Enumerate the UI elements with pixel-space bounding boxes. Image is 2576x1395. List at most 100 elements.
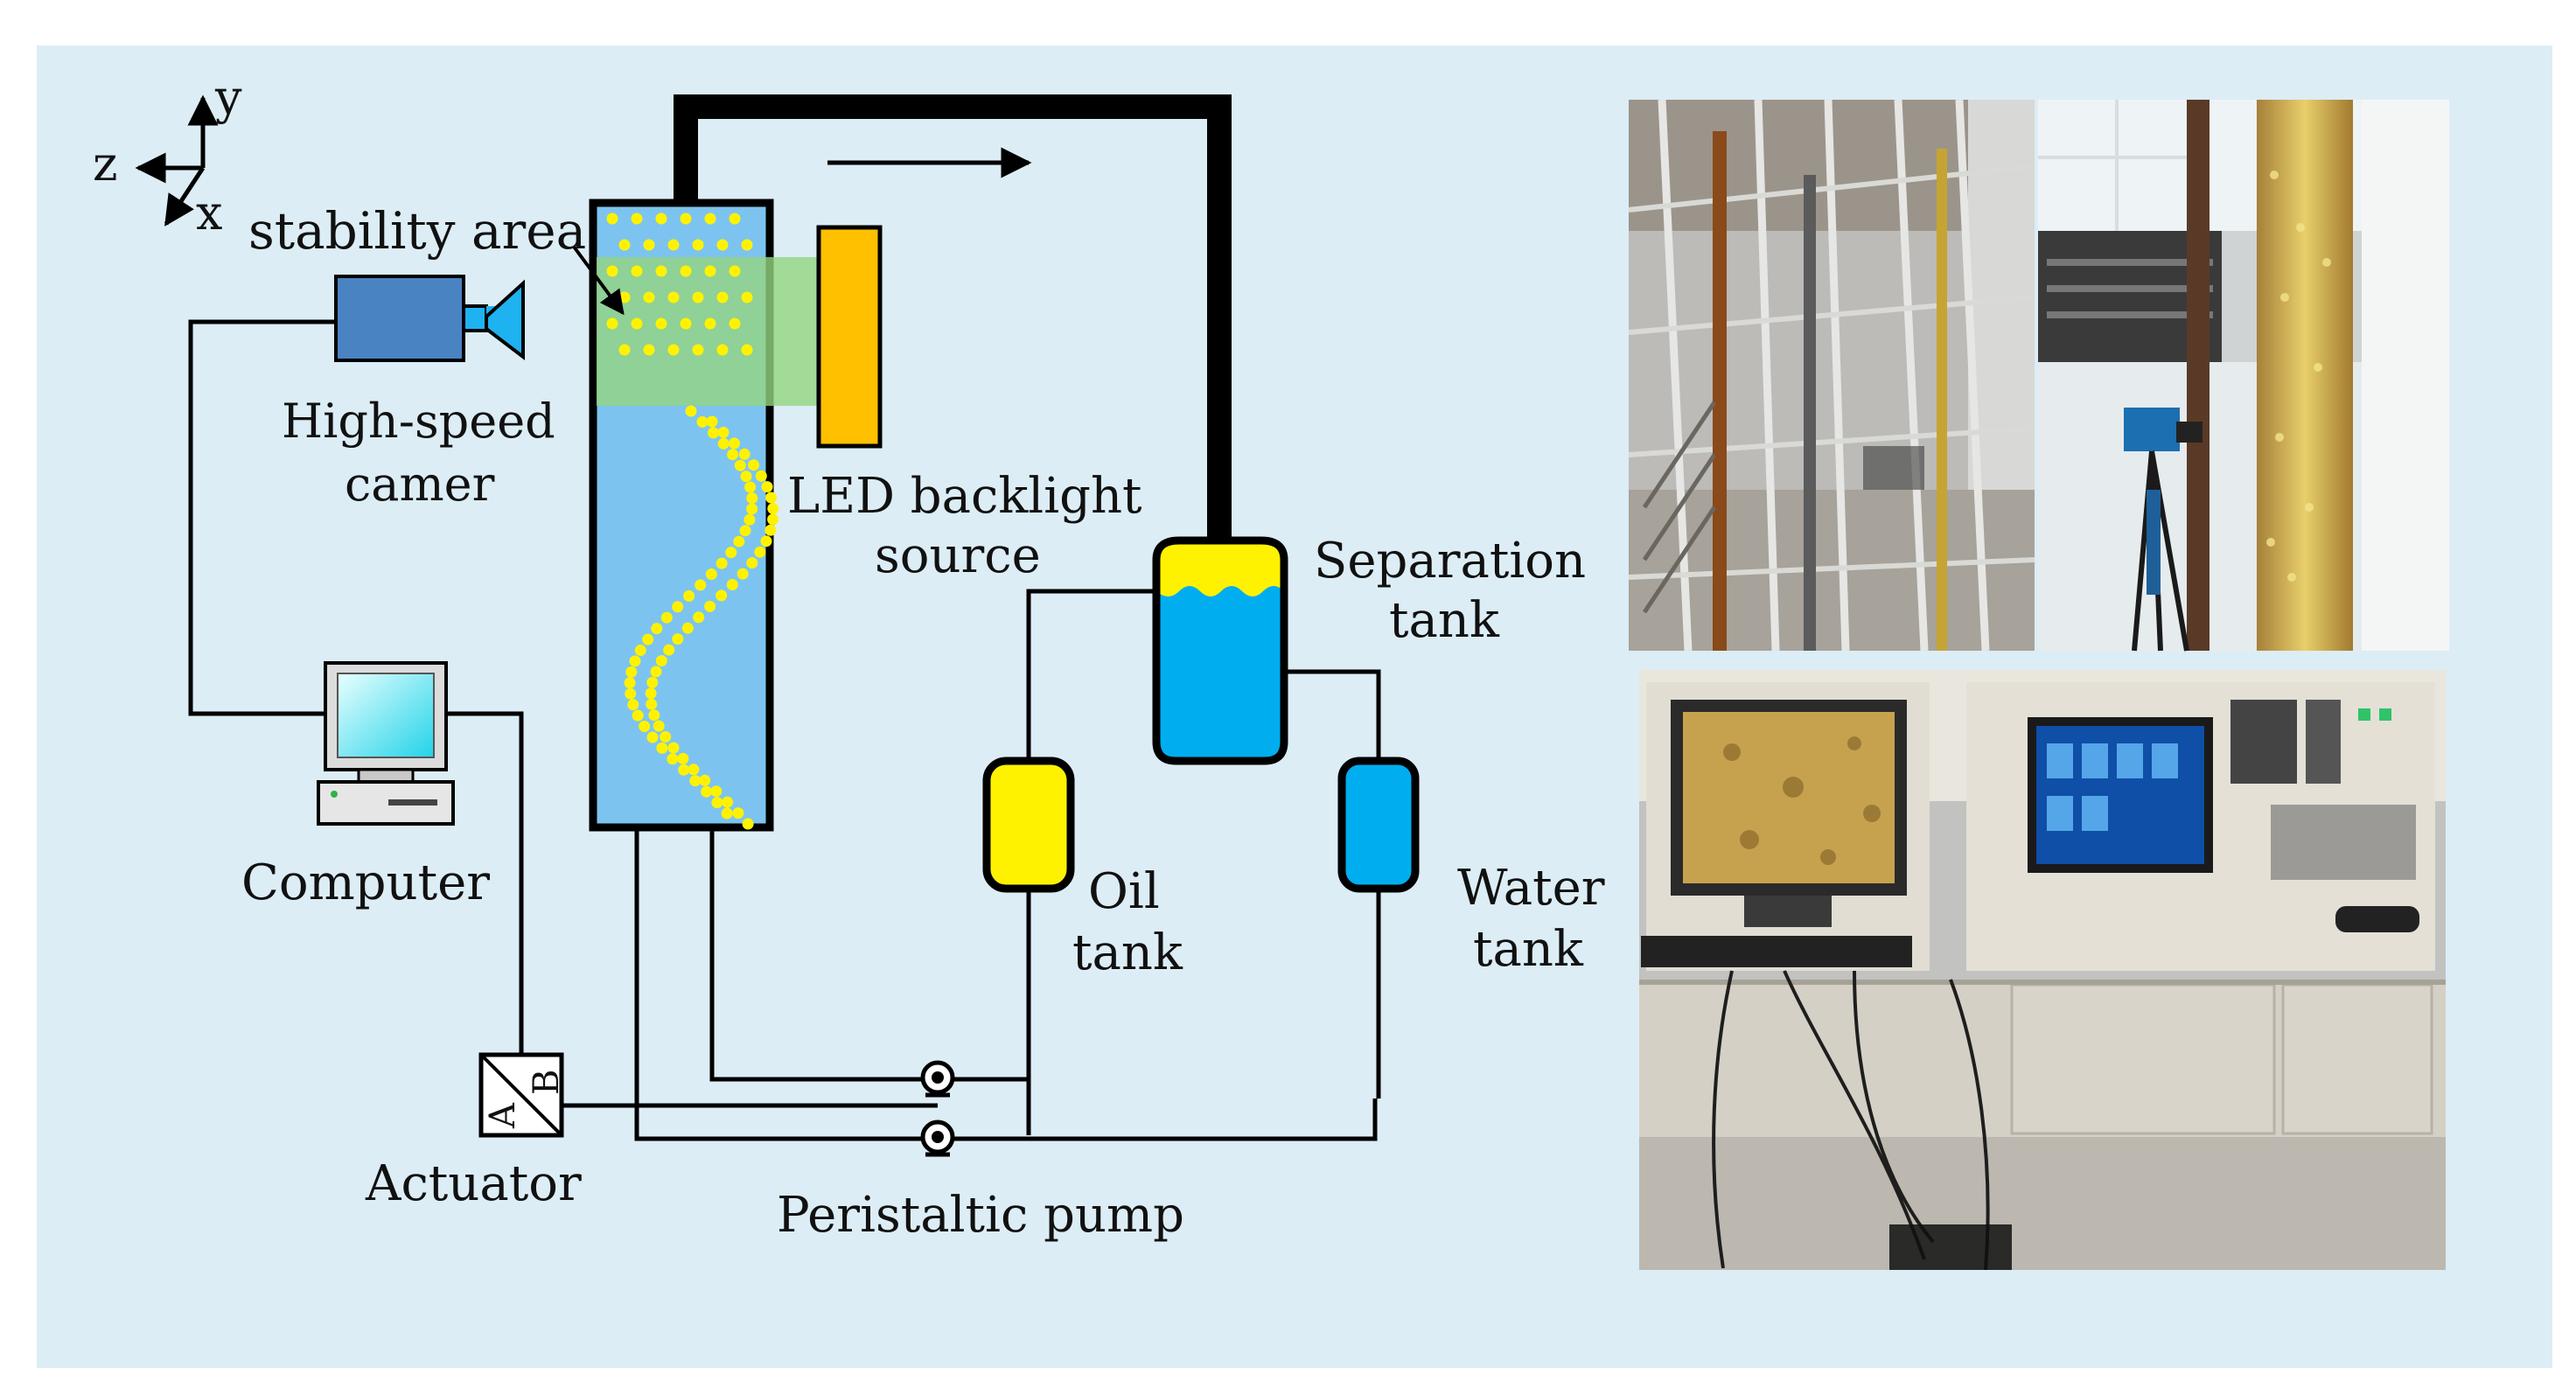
oil-tank-icon	[982, 757, 1075, 893]
stability-area-label: stability area	[248, 201, 586, 261]
oil-label-line2: tank	[1072, 924, 1183, 981]
oil-droplet	[741, 239, 753, 251]
oil-droplet	[732, 807, 744, 820]
oil-droplet	[767, 513, 779, 526]
oil-droplet	[645, 687, 657, 700]
oil-droplet	[672, 601, 684, 613]
oil-droplet	[650, 666, 662, 678]
oil-droplet	[741, 291, 753, 303]
oil-droplet	[710, 785, 723, 798]
stability-area-pointer	[572, 245, 625, 316]
oil-droplet	[653, 720, 665, 732]
oil-droplet	[727, 449, 739, 461]
oil-droplet	[667, 742, 680, 754]
led-label-line1: LED backlight	[787, 468, 1142, 525]
separation-label-line1: Separation	[1314, 533, 1586, 589]
oil-droplet	[680, 317, 692, 330]
oil-droplet	[683, 589, 695, 602]
oil-droplet	[717, 437, 730, 450]
oil-droplet	[655, 265, 667, 277]
oil-droplet	[748, 459, 760, 471]
axis-y-label: y	[214, 70, 242, 125]
oil-droplet	[646, 676, 659, 688]
oil-droplet	[726, 579, 738, 590]
oil-droplet	[618, 344, 631, 356]
oil-droplet	[704, 213, 716, 225]
oil-droplet	[643, 344, 655, 356]
oil-droplet	[667, 753, 679, 765]
led-backlight-source	[816, 225, 883, 449]
oil-droplet	[678, 764, 690, 776]
separation-label-line2: tank	[1389, 592, 1500, 649]
oil-droplet	[643, 291, 655, 303]
oil-droplet	[742, 818, 754, 830]
photo-control-desk-icon	[1639, 670, 2446, 1271]
oil-droplet	[624, 677, 636, 689]
oil-droplet	[716, 589, 728, 602]
oil-droplet	[660, 731, 672, 743]
oil-droplet	[755, 470, 767, 482]
oil-droplet	[716, 344, 729, 356]
oil-droplet	[736, 568, 749, 580]
oil-droplet	[741, 344, 753, 356]
oil-droplet	[632, 709, 644, 722]
photo-scaffold-icon	[1628, 99, 2035, 652]
oil-droplet	[706, 415, 718, 428]
oil-droplet	[642, 633, 654, 645]
oil-droplet	[693, 611, 705, 624]
oil-droplet	[704, 600, 716, 612]
oil-droplet	[625, 687, 637, 700]
oil-droplet	[681, 622, 694, 634]
oil-droplet	[708, 427, 719, 439]
computer-label: Computer	[241, 854, 490, 911]
photo-column-camera-icon	[2038, 100, 2449, 652]
oil-droplet	[643, 239, 655, 251]
oil-droplet	[695, 579, 707, 591]
oil-droplet	[631, 265, 643, 277]
oil-droplet	[729, 213, 741, 225]
oil-droplet	[738, 448, 750, 460]
oil-droplet	[606, 213, 618, 225]
oil-droplet	[656, 742, 668, 754]
oil-droplet	[716, 291, 729, 303]
oil-droplet	[629, 655, 641, 667]
oil-droplet	[672, 633, 684, 645]
oil-droplet	[701, 785, 713, 798]
oil-droplet	[692, 344, 704, 356]
water-label-line1: Water	[1457, 860, 1605, 917]
oil-droplet	[733, 535, 745, 548]
oil-droplet	[711, 797, 723, 809]
oil-droplet	[618, 239, 631, 251]
oil-droplet	[667, 291, 680, 303]
oil-droplet	[627, 699, 639, 711]
computer-icon	[317, 661, 455, 826]
camera-label-line1: High-speed	[282, 394, 555, 449]
oil-droplet	[704, 265, 716, 277]
oil-droplet	[729, 317, 741, 330]
water-tank-icon	[1337, 757, 1420, 893]
oil-droplet	[734, 459, 746, 471]
oil-droplet	[680, 265, 692, 277]
oil-droplet	[696, 415, 709, 428]
oil-droplet	[740, 471, 752, 483]
oil-droplet	[746, 492, 758, 504]
oil-droplet	[677, 752, 689, 764]
peristaltic-pump-icon	[920, 1060, 955, 1157]
oil-droplet	[631, 317, 643, 330]
oil-droplet	[655, 213, 667, 225]
oil-label-line1: Oil	[1088, 863, 1160, 920]
oil-droplet	[688, 764, 700, 776]
oil-droplet	[639, 721, 651, 732]
oil-droplet	[618, 291, 631, 303]
fluid-lines	[634, 589, 1381, 1141]
separation-tank-icon	[1152, 536, 1288, 765]
oil-droplet	[663, 644, 675, 656]
oil-droplet	[725, 547, 737, 559]
oil-droplet	[705, 568, 717, 580]
oil-droplet	[699, 774, 711, 786]
oil-droplet	[764, 524, 777, 536]
stability-area-band	[597, 257, 822, 406]
oil-droplet	[722, 796, 734, 808]
